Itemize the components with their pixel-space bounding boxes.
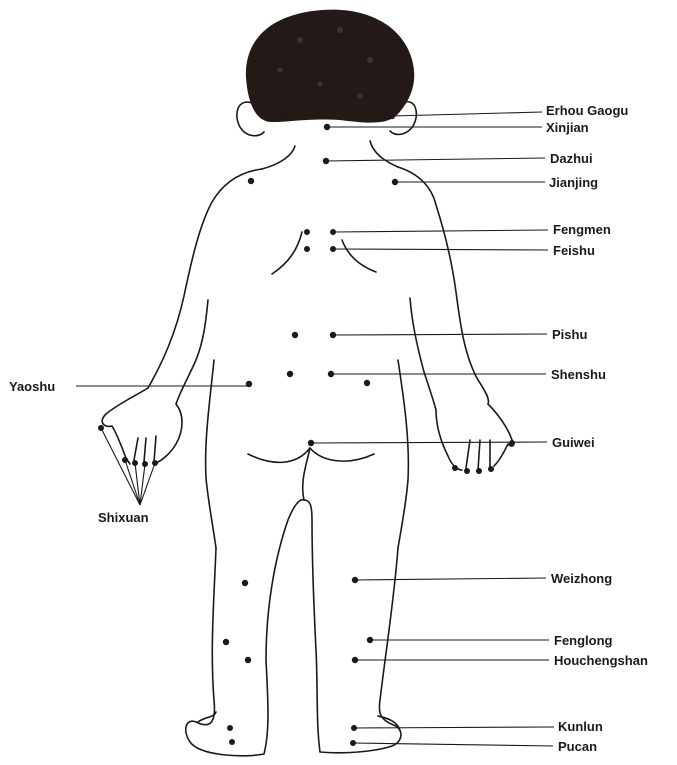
point-kunlun-left <box>227 725 233 731</box>
torso-left-outline <box>148 169 262 388</box>
leader-weizhong <box>355 578 546 580</box>
label-shixuan: Shixuan <box>98 511 149 524</box>
point-shixuan-h <box>476 468 482 474</box>
label-fenglong: Fenglong <box>554 634 613 647</box>
label-pishu: Pishu <box>552 328 587 341</box>
right-leg-outer <box>304 500 401 753</box>
left-scapula <box>272 232 302 274</box>
point-erhou-gaogu-left <box>280 114 286 120</box>
point-shixuan-f <box>452 465 458 471</box>
point-fengmen-left <box>304 229 310 235</box>
gluteal-cleft <box>303 448 310 500</box>
label-fengmen: Fengmen <box>553 223 611 236</box>
leader-kunlun <box>354 727 554 728</box>
label-xinjian: Xinjian <box>546 121 589 134</box>
leader-dazhui <box>326 158 545 161</box>
point-feishu-left <box>304 246 310 252</box>
label-weizhong: Weizhong <box>551 572 612 585</box>
leader-erhou-gaogu <box>392 112 542 116</box>
right-hand <box>436 404 514 470</box>
point-weizhong-left <box>242 580 248 586</box>
label-dazhui: Dazhui <box>550 152 593 165</box>
label-jianjing: Jianjing <box>549 176 598 189</box>
point-pucan-left <box>229 739 235 745</box>
leader-pucan <box>353 743 553 746</box>
point-fenglong-left <box>223 639 229 645</box>
left-inner-arm <box>176 300 208 404</box>
hair <box>246 10 414 123</box>
right-scapula <box>342 240 376 272</box>
label-guiwei: Guiwei <box>552 436 595 449</box>
leader-feishu <box>333 249 548 250</box>
neck-right <box>370 141 398 167</box>
point-shixuan-j <box>509 440 515 446</box>
point-shixuan-i <box>488 466 494 472</box>
label-feishu: Feishu <box>553 244 595 257</box>
left-hip <box>206 360 216 548</box>
leader-fengmen <box>333 230 548 232</box>
leader-lines <box>76 112 554 746</box>
point-shixuan-g <box>464 468 470 474</box>
buttocks <box>248 448 374 462</box>
point-pishu-left <box>292 332 298 338</box>
right-hip <box>398 360 408 548</box>
label-pucan: Pucan <box>558 740 597 753</box>
label-shenshu: Shenshu <box>551 368 606 381</box>
point-shenshu-left <box>287 371 293 377</box>
label-houchengshan: Houchengshan <box>554 654 648 667</box>
neck-left <box>262 146 295 169</box>
point-yaoshu-right <box>364 380 370 386</box>
torso-right-outline <box>398 167 489 404</box>
leader-pishu <box>333 334 547 335</box>
left-hand <box>102 388 182 464</box>
left-leg-outer <box>186 500 304 756</box>
label-erhou-gaogu: Erhou Gaogu <box>546 104 628 117</box>
label-yaoshu: Yaoshu <box>9 380 55 393</box>
label-kunlun: Kunlun <box>558 720 603 733</box>
right-inner-arm <box>410 298 436 410</box>
acupoint-dots <box>98 113 515 746</box>
point-houchengshan-left <box>245 657 251 663</box>
point-jianjing-left <box>248 178 254 184</box>
